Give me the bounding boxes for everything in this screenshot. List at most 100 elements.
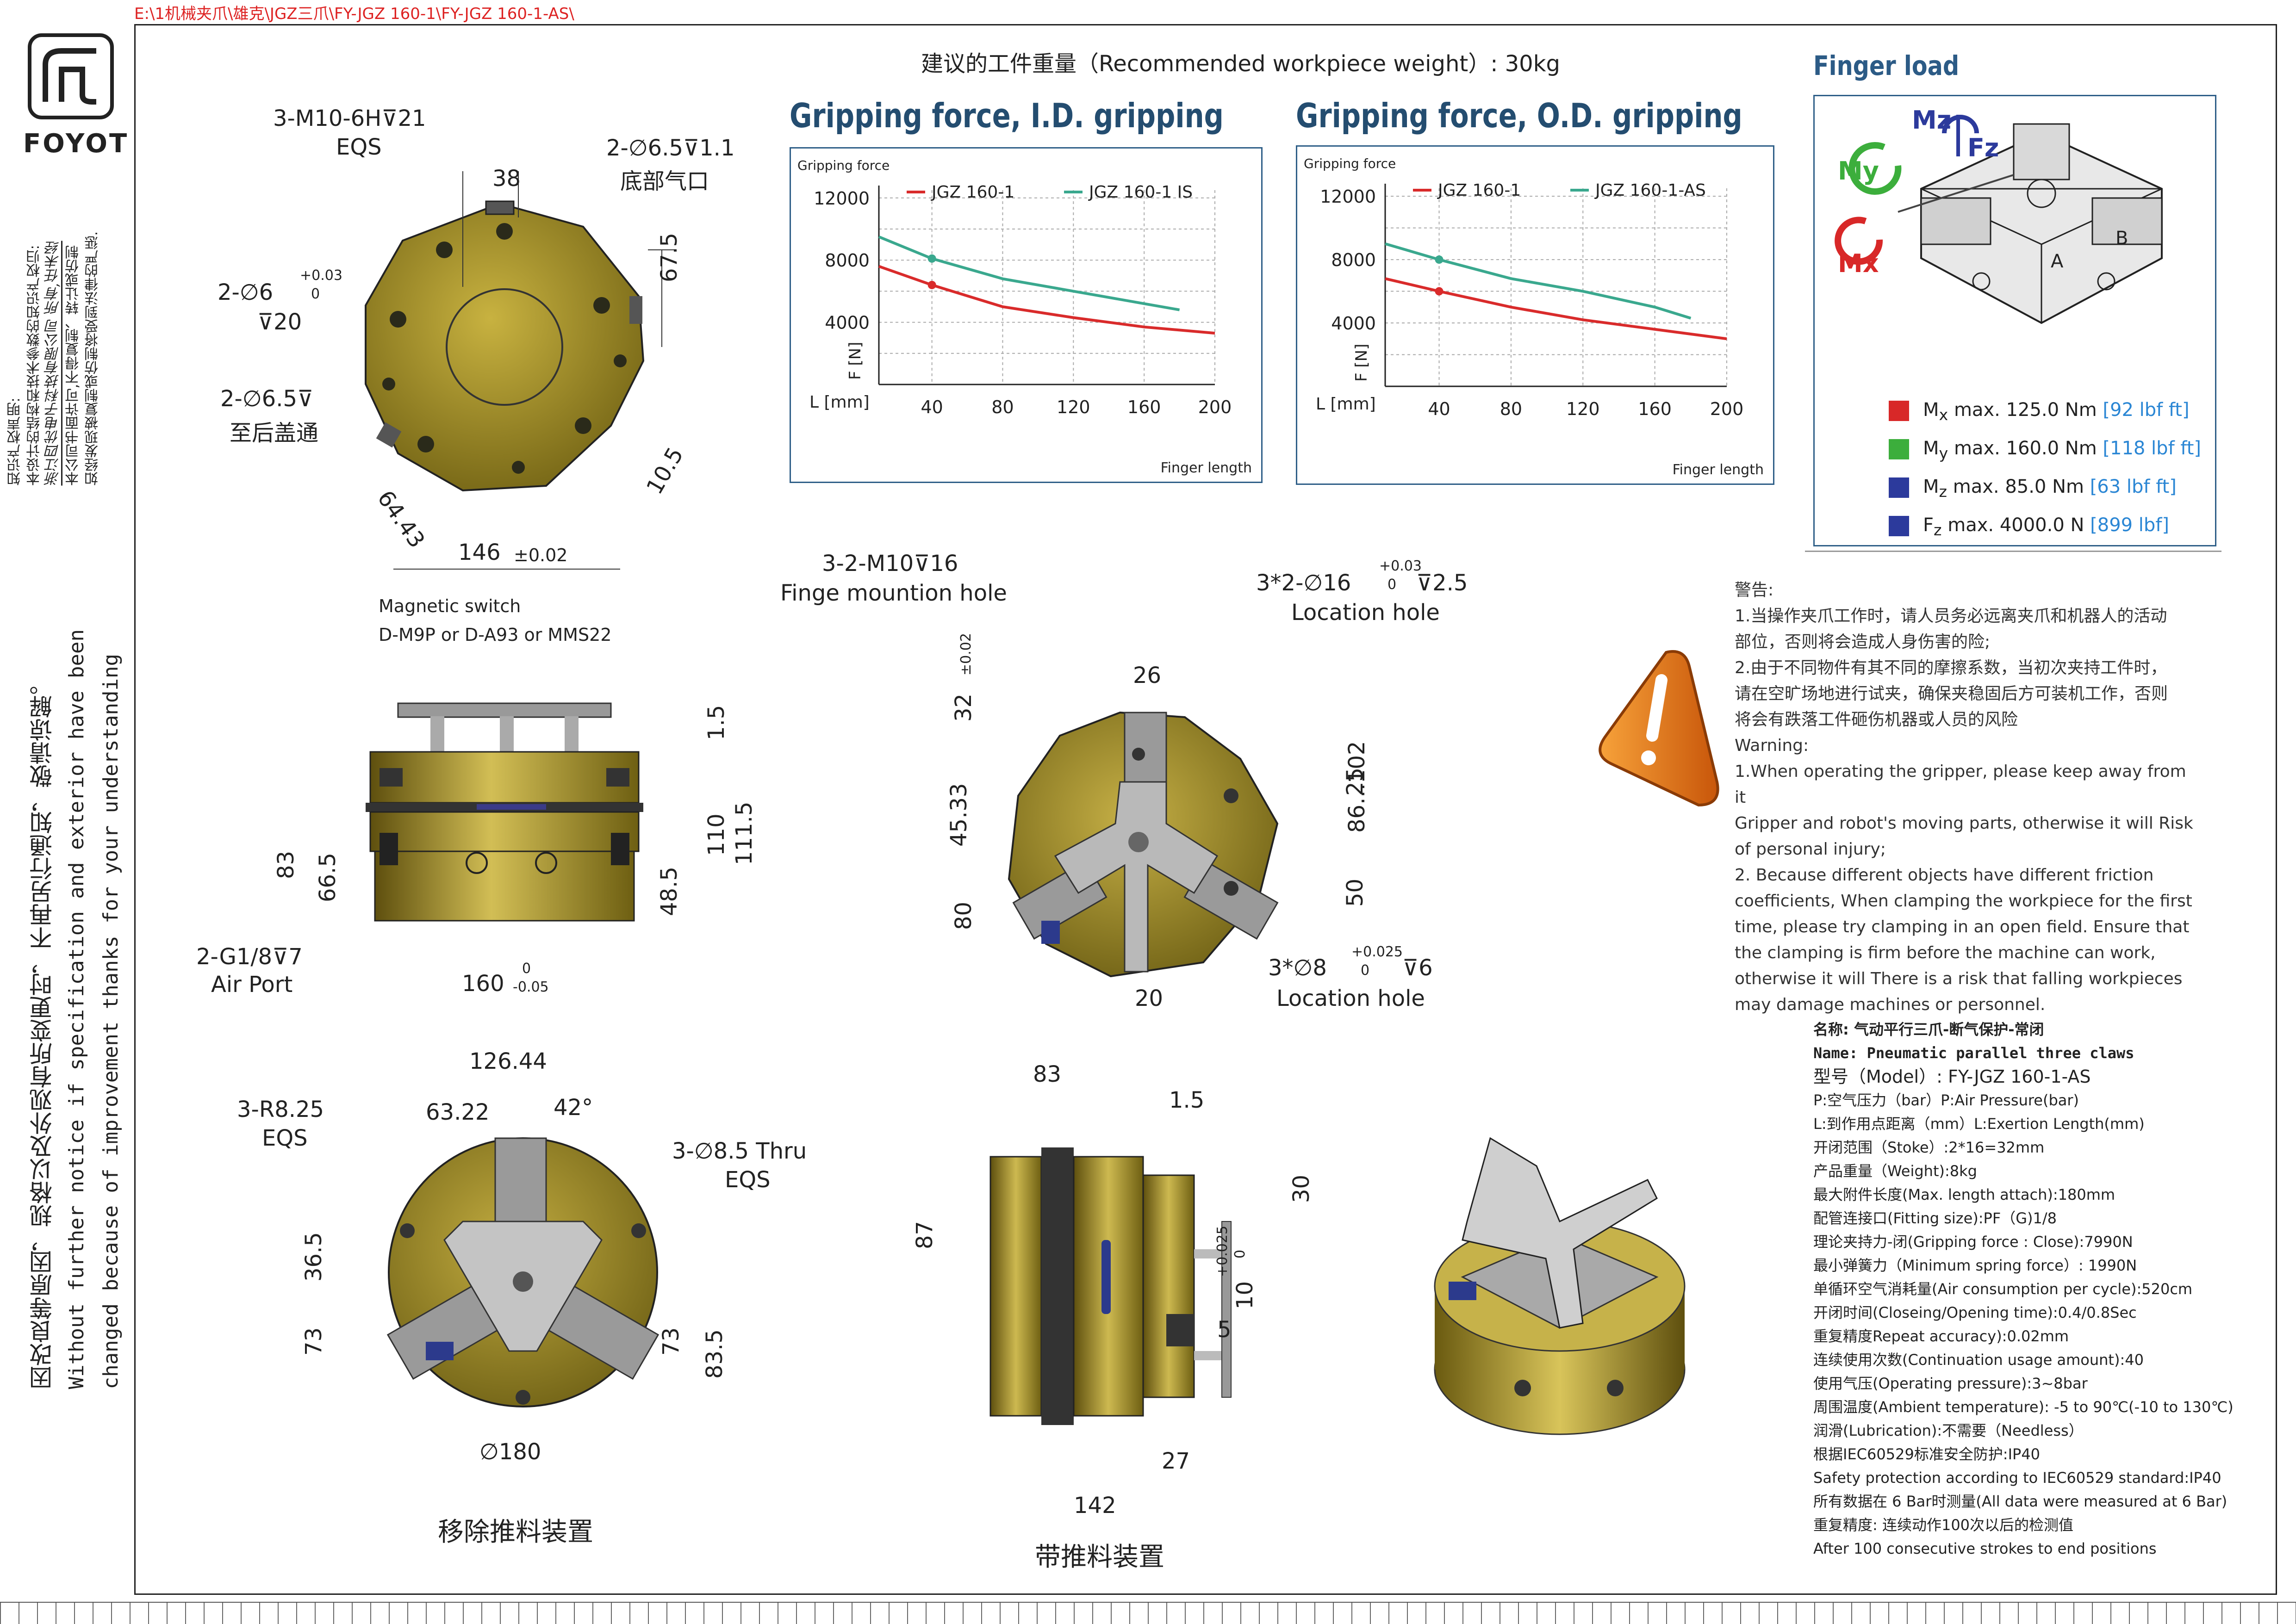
series-line — [1385, 277, 1727, 341]
spec-line: P:空气压力（bar）P:Air Pressure(bar) — [1813, 1091, 2079, 1109]
radius-eqs: EQS — [262, 1125, 308, 1151]
notice-cn: 因改良等原因，规格以及外观有所变更时，不再另行通知，敬请谅解。 — [29, 672, 56, 1389]
swatch-my — [1889, 439, 1909, 459]
y-tick-label: 4000 — [825, 313, 870, 333]
dim-eqs: EQS — [336, 134, 382, 160]
dim-63-22: 63.22 — [426, 1099, 490, 1125]
spec-name-cn: 名称: 气动平行三爪-断气保护-常闭 — [1813, 1021, 2044, 1038]
spec-line: 润滑(Lubrication):不需要（Needless） — [1813, 1422, 2084, 1439]
warning-en-title: Warning: — [1735, 736, 1809, 755]
file-path: E:\1机械夹爪\雄克\JGZ三爪\FY-JGZ 160-1\FY-JGZ 16… — [134, 5, 574, 23]
spec-line: 理论夹持力-闭(Gripping force : Close):7990N — [1813, 1233, 2133, 1251]
spec-line: 单循环空气消耗量(Air consumption per cycle):520c… — [1813, 1280, 2193, 1298]
ip-line: 本设计的结构和技术参数的知识产权归: — [26, 245, 43, 486]
top-view-drawing — [365, 171, 676, 570]
dim-80: 80 — [951, 901, 977, 930]
front-view-drawing — [1008, 711, 1279, 978]
x-tick-label: 40 — [921, 397, 943, 417]
pin-hole-tol-up: +0.025 — [1351, 944, 1403, 960]
pin-hole-label: Location hole — [1276, 986, 1425, 1011]
product-render — [1434, 1137, 1686, 1435]
warning-cn-line: 部位，否则将会造成人身伤害的险; — [1735, 632, 1991, 651]
dim-32: 32 — [951, 693, 977, 722]
label-mx: Mx — [1838, 249, 1879, 278]
load-imperial: [118 lbf ft] — [2103, 438, 2202, 459]
legend-label: JGZ 160-1-AS — [1594, 181, 1706, 200]
dim-bottom-air: 底部气口 — [620, 168, 709, 194]
warning-en-line: the clamping is firm before the machine … — [1735, 943, 2156, 962]
dim-10-tol-dn: 0 — [1232, 1249, 1248, 1258]
dim-160-tol-up: 0 — [522, 961, 531, 977]
spec-line: 产品重量（Weight):8kg — [1813, 1162, 1977, 1180]
sub: z — [1939, 483, 1948, 501]
thru-hole-eqs: EQS — [725, 1167, 771, 1193]
warning-cn-line: 将会有跌落工件砸伤机器或人员的风险 — [1735, 710, 2018, 729]
logo-wordmark: FOYOT — [23, 129, 129, 159]
warning-en-line: otherwise it will There is a risk that f… — [1735, 969, 2183, 988]
drawing-frame — [134, 24, 2277, 1595]
location-hole-spec: 3*2-∅16 — [1256, 570, 1351, 596]
dim-66-5: 66.5 — [315, 853, 341, 902]
warning-text: 警告: 1.当操作夹爪工作时，请人员务必远离夹爪和机器人的活动 部位，否则将会造… — [1735, 577, 2202, 1018]
spec-line: After 100 consecutive strokes to end pos… — [1813, 1540, 2157, 1557]
load-imperial: [63 lbf ft] — [2090, 476, 2177, 497]
x-tick-label: 160 — [1127, 397, 1161, 417]
y-axis-label: F [N] — [1352, 344, 1371, 382]
x-tick-label: 160 — [1638, 399, 1672, 419]
y-tick-label: 4000 — [1331, 313, 1376, 334]
data-point — [927, 254, 936, 263]
finger-load-panel: Mz Fz My Mx B A Mx max. 125.0 Nm [92 lbf… — [1813, 95, 2216, 546]
load-value: max. 160.0 Nm — [1954, 438, 2097, 459]
legend-label: JGZ 160-1 — [931, 183, 1014, 202]
dim-50: 50 — [1342, 878, 1368, 907]
load-imperial: [899 lbf] — [2090, 514, 2169, 536]
dim-67-5: 67.5 — [656, 233, 682, 282]
x-axis-label: L [mm] — [809, 393, 870, 412]
magnetic-switch-models: D-M9P or D-A93 or MMS22 — [379, 625, 612, 645]
load-row-mz: Mz max. 85.0 Nm [63 lbf ft] — [1889, 476, 2177, 501]
finger-mount-thread: 3-2-M10⊽16 — [822, 551, 958, 576]
sym: M — [1923, 438, 1939, 459]
dim-73-left: 73 — [301, 1327, 327, 1356]
dim-pin-holes: 2-∅6 — [218, 279, 274, 305]
caption-with-ejector: 带推料装置 — [1035, 1542, 1164, 1572]
dim-110: 110 — [703, 813, 729, 856]
sub: z — [1934, 521, 1942, 539]
sym: F — [1923, 514, 1934, 536]
sym: M — [1923, 399, 1939, 421]
spec-line: 最小弹簧力（Minimum spring force）: 1990N — [1813, 1257, 2137, 1274]
ip-line: 如经发现被复制或仿制将受到法律的严惩. — [85, 231, 101, 486]
warning-cn-title: 警告: — [1735, 581, 1774, 600]
dim-dia-180: ∅180 — [479, 1439, 541, 1465]
label-my: My — [1838, 156, 1879, 186]
spec-lines: P:空气压力（bar）P:Air Pressure(bar)L:到作用点距离（m… — [1813, 1089, 2234, 1561]
bottom-view-drawing — [386, 1137, 660, 1407]
sub: y — [1939, 444, 1948, 462]
tol-up: +0.03 — [300, 267, 342, 284]
spec-line: 使用气压(Operating pressure):3~8bar — [1813, 1375, 2088, 1392]
dim-1-5-b: 1.5 — [1169, 1087, 1205, 1113]
warning-cn-line: 请在空旷场地进行试夹，确保夹稳固后方可装机工作，否则 — [1735, 684, 2168, 703]
warning-en-line: Gripper and robot's moving parts, otherw… — [1735, 814, 2193, 833]
x-tick-label: 200 — [1710, 399, 1744, 419]
finger-load-diagram: Mz Fz My Mx B A — [1835, 105, 2163, 324]
magnetic-switch-label: Magnetic switch — [379, 596, 521, 616]
dim-27: 27 — [1162, 1448, 1190, 1474]
data-point — [1435, 287, 1444, 296]
bottom-ruler — [0, 1602, 2296, 1624]
load-value: max. 4000.0 N — [1948, 514, 2084, 536]
dim-20: 20 — [1135, 986, 1164, 1011]
dim-38: 38 — [492, 166, 521, 192]
dim-48-5: 48.5 — [656, 867, 682, 916]
swatch-fz — [1889, 516, 1909, 536]
location-tol-up: +0.03 — [1379, 558, 1422, 574]
caption-remove-ejector: 移除推料装置 — [438, 1517, 593, 1547]
warning-en-line: time, please try clamping in an open fie… — [1735, 917, 2190, 936]
dim-160: 160 — [462, 971, 504, 997]
dim-142: 142 — [1074, 1493, 1116, 1519]
x-tick-label: 200 — [1198, 397, 1232, 417]
legend-label: JGZ 160-1 — [1437, 181, 1521, 200]
warning-en-line: may damage machines or personnel. — [1735, 995, 2046, 1014]
side-view-drawing — [366, 702, 643, 922]
finger-load-divider — [1805, 551, 2221, 552]
